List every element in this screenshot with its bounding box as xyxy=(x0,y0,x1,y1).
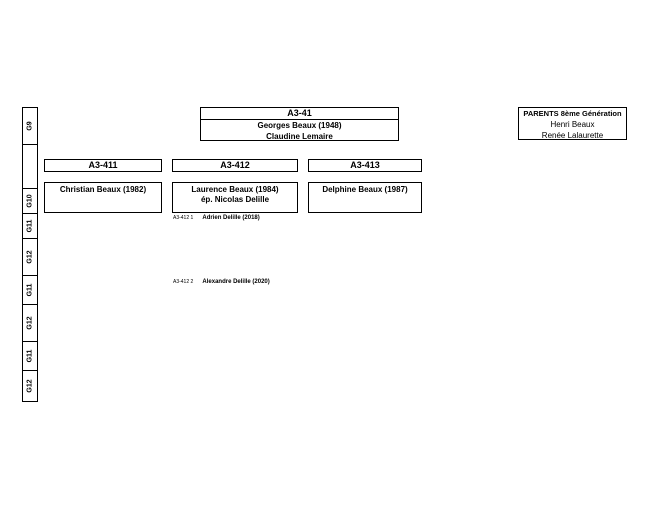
parents-father: Henri Beaux xyxy=(550,120,595,129)
couple-names: Georges Beaux (1948) Claudine Lemaire xyxy=(200,119,399,141)
generation-label: G10 xyxy=(26,194,34,208)
grandchild-code: A3-412 2 xyxy=(173,279,194,285)
child-name: Christian Beaux (1982) xyxy=(59,185,147,194)
generation-label: G12 xyxy=(26,379,34,393)
child-code-box: A3-413 xyxy=(308,159,422,172)
child-code: A3-411 xyxy=(88,160,118,170)
generation-cell-g9: G9 xyxy=(22,107,38,145)
generation-cell-g11: G11 xyxy=(22,213,38,239)
generation-label: G11 xyxy=(26,349,34,363)
generation-sidebar: G9 G10 G11 G12 G11 G12 G11 G12 xyxy=(22,107,38,402)
child-box: Delphine Beaux (1987) xyxy=(308,182,422,213)
generation-label: G12 xyxy=(26,250,34,264)
parents-mother: Renée Lalaurette xyxy=(541,131,604,140)
parents-title: PARENTS 8ème Génération xyxy=(523,109,622,118)
child-box: Laurence Beaux (1984) ép. Nicolas Delill… xyxy=(172,182,298,213)
child-code-box: A3-411 xyxy=(44,159,162,172)
generation-label: G12 xyxy=(26,316,34,330)
generation-cell-g10: G10 xyxy=(22,188,38,214)
child-spouse: ép. Nicolas Delille xyxy=(200,195,270,204)
generation-cell-g12: G12 xyxy=(22,370,38,402)
grandchild-row: A3-412 2 Alexandre Delille (2020) xyxy=(173,279,270,285)
generation-label: G9 xyxy=(26,121,34,131)
child-name: Laurence Beaux (1984) xyxy=(191,185,279,194)
grandchild-name: Adrien Delille (2018) xyxy=(202,215,260,221)
child-code: A3-412 xyxy=(220,160,250,170)
grandchild-row: A3-412 1 Adrien Delille (2018) xyxy=(173,215,260,221)
child-name: Delphine Beaux (1987) xyxy=(322,185,408,194)
grandchild-name: Alexandre Delille (2020) xyxy=(202,279,270,285)
grandchild-code: A3-412 1 xyxy=(173,215,194,221)
couple-code-label: A3-41 xyxy=(287,108,312,118)
child-box: Christian Beaux (1982) xyxy=(44,182,162,213)
generation-cell-g11: G11 xyxy=(22,341,38,371)
couple-wife: Claudine Lemaire xyxy=(266,132,333,141)
child-code-box: A3-412 xyxy=(172,159,298,172)
generation-cell-g11: G11 xyxy=(22,275,38,305)
generation-label: G11 xyxy=(26,219,34,233)
generation-cell-g12: G12 xyxy=(22,238,38,276)
generation-cell-g12: G12 xyxy=(22,304,38,342)
parents-box: PARENTS 8ème Génération Henri Beaux René… xyxy=(518,107,627,140)
generation-label: G11 xyxy=(26,283,34,297)
child-code: A3-413 xyxy=(350,160,380,170)
generation-cell-blank xyxy=(22,144,38,189)
couple-husband: Georges Beaux (1948) xyxy=(257,121,342,130)
